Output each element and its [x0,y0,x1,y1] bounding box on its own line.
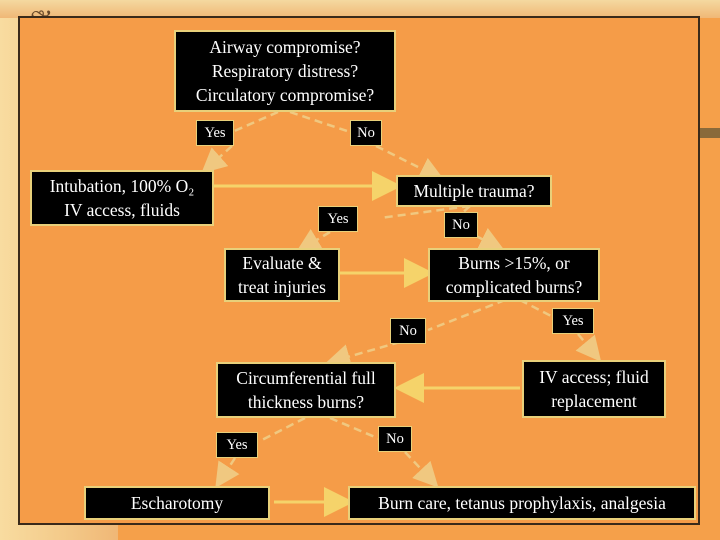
dashed-burns-no [427,298,506,332]
label-no: No [444,212,478,238]
node-multiple-trauma: Multiple trauma? [396,175,552,207]
node-text-line: IV access, fluids [64,200,180,220]
node-text-line: Circulatory compromise? [195,85,375,105]
node-text-line: Escharotomy [130,493,224,513]
node-text-line: Airway compromise? [209,37,361,57]
right-tab-decoration [698,128,720,138]
dashed-no-trauma [375,144,445,181]
node-evaluate: Evaluate & treat injuries [224,248,340,302]
node-circumferential: Circumferential full thickness burns? [216,362,396,418]
dashed-circ-yes [261,416,306,442]
dashed-circ-no [329,416,383,442]
label-yes: Yes [216,432,258,458]
dashed-yes-iv [575,333,602,362]
label-no: No [350,120,382,146]
dashed-trauma-yes [379,204,471,220]
node-text-line: Burns >15%, or [458,253,570,273]
node-text-line: replacement [551,391,637,411]
label-yes: Yes [318,206,358,232]
node-airway: Airway compromise? Respiratory distress?… [174,30,396,112]
node-text-line: Multiple trauma? [413,181,535,201]
dashed-airway-no [289,110,351,134]
node-iv-access: IV access; fluid replacement [522,360,666,418]
label-yes: Yes [552,308,594,334]
dashed-no-burns [475,227,505,251]
node-text-line: Intubation, 100% O₂ [49,176,195,196]
node-text-line: IV access; fluid [539,367,649,387]
dashed-yes-escharotomy [215,457,240,489]
node-text-line: Respiratory distress? [211,61,359,81]
dashed-burns-yes [519,298,556,320]
dashed-trauma-no [459,205,471,216]
node-text-line: thickness burns? [247,392,365,412]
node-text-line: Burn care, tetanus prophylaxis, analgesi… [378,493,666,513]
node-burn-care: Burn care, tetanus prophylaxis, analgesi… [348,486,696,520]
dashed-yes-evaluate [295,228,331,253]
node-escharotomy: Escharotomy [84,486,270,520]
top-decoration [0,0,720,18]
node-text-line: Circumferential full [236,368,376,388]
node-text-line: complicated burns? [445,277,583,297]
dashed-airway-yes [231,110,279,134]
node-text-line: treat injuries [238,277,326,297]
dashed-no-circumferential [325,340,401,369]
dashed-yes-intubation [201,145,233,174]
dashed-no-burncare [404,451,439,488]
node-intubation: Intubation, 100% O₂ IV access, fluids [30,170,214,226]
label-yes: Yes [196,120,234,146]
node-burns: Burns >15%, or complicated burns? [428,248,600,302]
label-no: No [378,426,412,452]
node-text-line: Evaluate & [242,253,322,273]
label-no: No [390,318,426,344]
